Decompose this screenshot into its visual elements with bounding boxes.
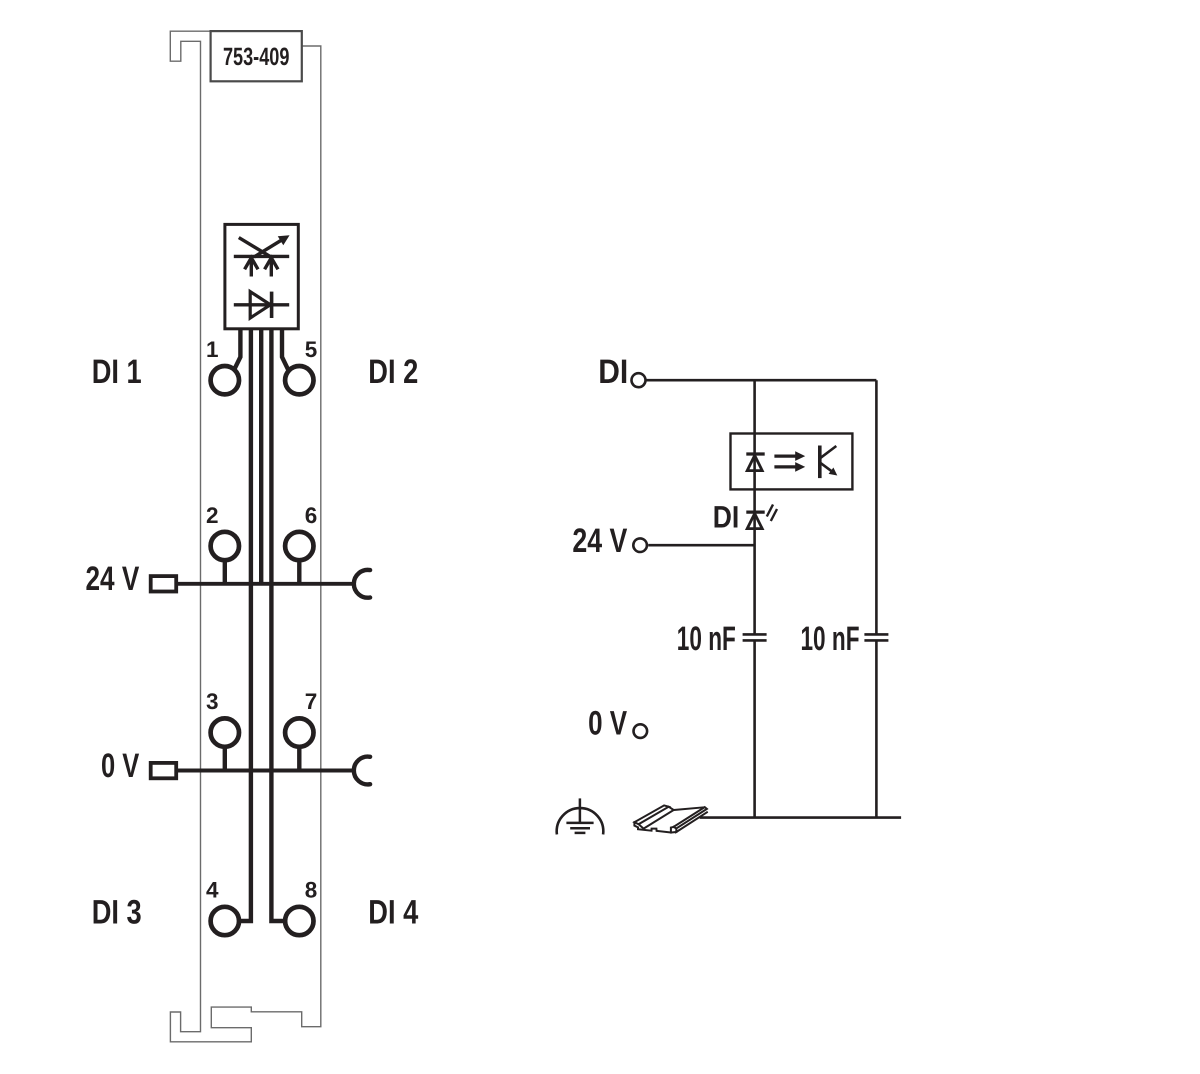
terminal-circle-2 bbox=[208, 529, 242, 563]
terminal-number-7: 7 bbox=[305, 689, 318, 714]
power-rails bbox=[176, 567, 373, 787]
terminal-number-4: 4 bbox=[206, 878, 219, 903]
part-number-label: 753-409 bbox=[223, 43, 290, 71]
terminal-number-2: 2 bbox=[206, 503, 219, 528]
terminal-number-8: 8 bbox=[305, 878, 318, 903]
optocoupler-icon bbox=[729, 432, 854, 491]
din-rail-icon bbox=[632, 804, 709, 834]
optocoupler-box bbox=[729, 432, 854, 491]
capacitor-left-label: 10 nF bbox=[677, 620, 736, 658]
label-di4: DI 4 bbox=[368, 894, 418, 932]
wire-di1 bbox=[231, 328, 243, 372]
internal-wires bbox=[222, 328, 302, 924]
wire-di3 bbox=[239, 328, 254, 924]
label-24v: 24 V bbox=[86, 560, 140, 598]
status-block-icon bbox=[223, 222, 300, 331]
functional-earth-icon bbox=[555, 798, 605, 835]
capacitor-right-label: 10 nF bbox=[801, 620, 860, 658]
wire-di2 bbox=[279, 328, 291, 372]
terminal-number-3: 3 bbox=[206, 689, 219, 714]
module-body-outline bbox=[169, 30, 322, 1043]
part-number-box bbox=[209, 30, 303, 83]
terminal-circle-7 bbox=[282, 716, 316, 750]
open-terminal-24v bbox=[631, 537, 649, 554]
terminal-circles bbox=[208, 363, 316, 938]
label-di3: DI 3 bbox=[92, 894, 142, 932]
status-arrowhead bbox=[277, 235, 290, 246]
wire-di4 bbox=[269, 328, 286, 924]
label-di2: DI 2 bbox=[368, 353, 418, 391]
connector-square-24v-icon bbox=[148, 574, 179, 594]
capacitor-left-icon bbox=[742, 633, 767, 642]
phototransistor-icon bbox=[817, 444, 838, 479]
capacitor-right-icon bbox=[864, 633, 889, 642]
terminal-circle-8 bbox=[282, 904, 316, 938]
schematic-label-di: DI bbox=[598, 353, 628, 391]
schematic-label-24v: 24 V bbox=[572, 522, 627, 560]
diode-icon bbox=[233, 288, 290, 321]
channel-labels: DI 1 DI 2 DI 3 DI 4 bbox=[92, 353, 419, 932]
label-di1: DI 1 bbox=[92, 353, 142, 391]
schematic-label-0v: 0 V bbox=[588, 704, 627, 742]
terminal-circle-3 bbox=[208, 716, 242, 750]
optocoupler-led-icon bbox=[744, 452, 765, 473]
schematic-wires bbox=[646, 378, 902, 819]
status-block-box bbox=[223, 222, 300, 331]
circuit-schematic: DI 24 V 0 V DI 10 nF 10 nF bbox=[555, 353, 902, 835]
terminal-number-5: 5 bbox=[305, 337, 318, 362]
terminal-circle-6 bbox=[282, 529, 316, 563]
label-0v: 0 V bbox=[101, 747, 140, 785]
status-led-icon bbox=[744, 503, 779, 530]
open-terminal-di bbox=[630, 371, 647, 389]
optocoupler-light-arrows-icon bbox=[774, 451, 806, 472]
open-terminal-0v bbox=[632, 722, 649, 740]
terminal-circle-5 bbox=[282, 363, 316, 397]
connector-square-0v-icon bbox=[148, 761, 179, 781]
module-view: 753-409 1 2 3 4 bbox=[86, 30, 419, 1043]
jumper-arc-24v-icon bbox=[351, 567, 373, 600]
jumper-arc-0v-icon bbox=[351, 754, 373, 787]
terminal-numbers: 1 2 3 4 5 6 7 8 bbox=[206, 337, 317, 903]
phototransistor-emitter-arrow bbox=[828, 467, 838, 476]
schematic-label-led-di: DI bbox=[713, 500, 740, 535]
terminal-number-6: 6 bbox=[305, 503, 318, 528]
terminal-circle-4 bbox=[208, 904, 242, 938]
terminal-circle-1 bbox=[208, 363, 242, 397]
status-leds-icon bbox=[233, 236, 290, 277]
terminal-number-1: 1 bbox=[206, 337, 219, 362]
